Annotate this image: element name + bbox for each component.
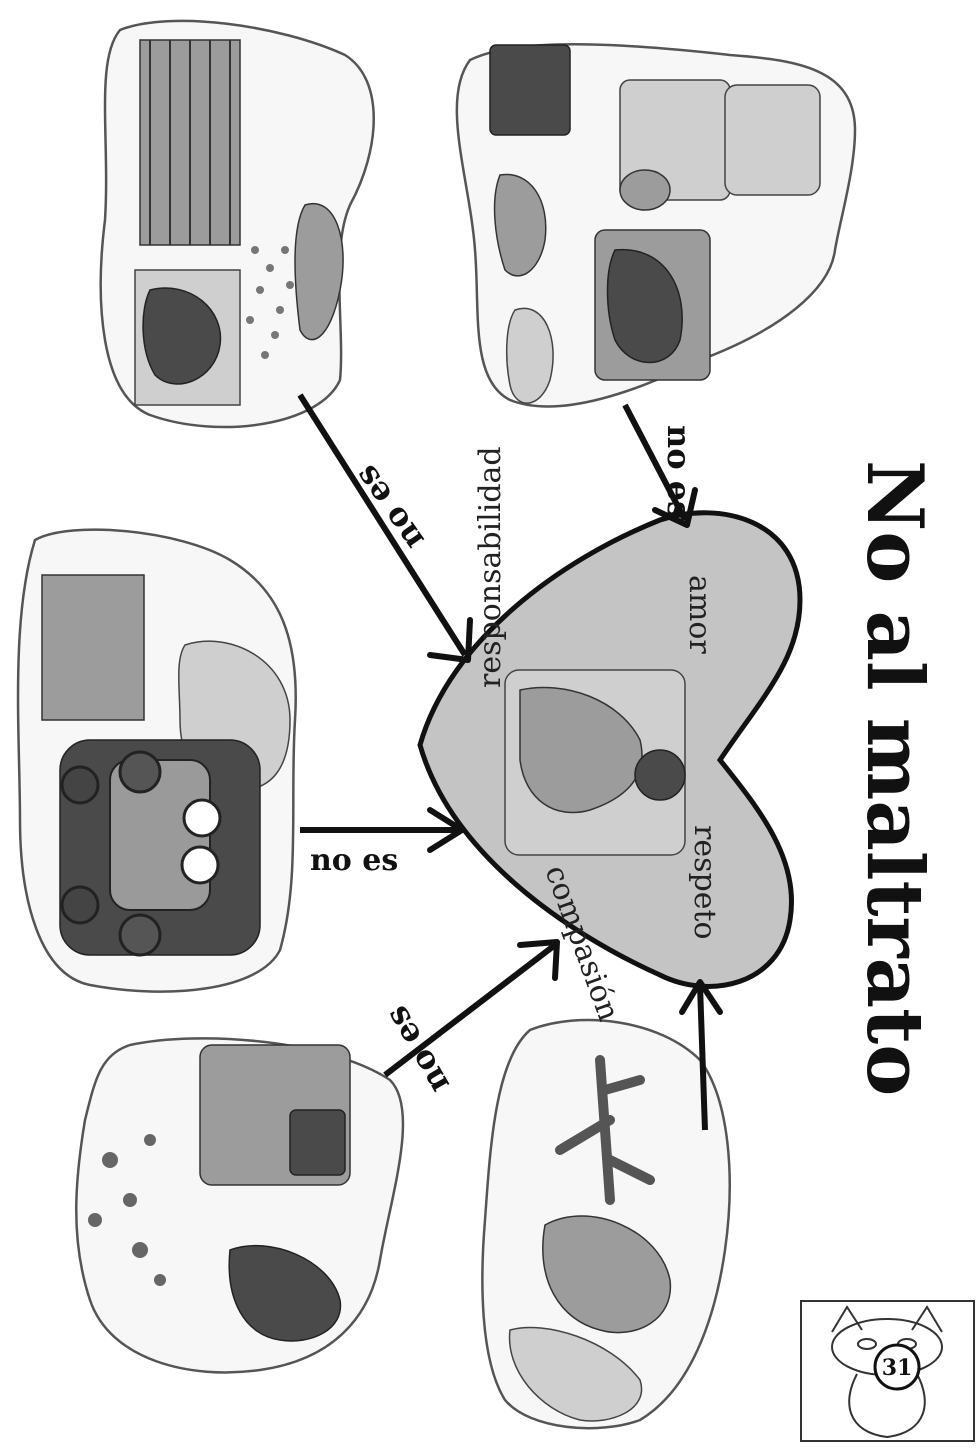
cluster-top-left	[99, 19, 375, 429]
top-hat-icon	[289, 1109, 346, 1176]
cluster-bottom-left	[75, 1037, 405, 1374]
doghouse-image	[489, 44, 571, 136]
heart-word-responsabilidad: responsabilidad	[473, 446, 508, 688]
monkey-image	[542, 1215, 672, 1334]
animal-photo-image	[41, 574, 145, 721]
melon-image	[505, 307, 554, 404]
heart-word-amor: amor	[682, 575, 717, 654]
arrow-label-top-right: no es	[660, 425, 698, 519]
arrow-label-top-left: no es	[346, 458, 431, 557]
page-title: No al maltrato	[849, 460, 940, 1096]
cluster-middle-left	[16, 528, 297, 993]
dog-silhouette-image	[228, 1244, 342, 1342]
page-number: 31	[882, 1355, 913, 1381]
heart-word-respeto: respeto	[687, 825, 722, 940]
cat-icon: 31	[831, 1305, 943, 1439]
pot-icon	[619, 169, 671, 211]
arrow-top-right: no es	[622, 403, 698, 528]
page-number-badge: 31	[800, 1300, 975, 1442]
figure-image	[724, 84, 821, 196]
trap-image	[294, 202, 344, 341]
cluster-bottom-right	[481, 1018, 731, 1430]
bare-tree-image	[555, 1055, 655, 1205]
arrow-label-middle-left: no es	[310, 843, 398, 878]
heart-shape	[417, 510, 803, 989]
cartoon-car-image	[59, 739, 261, 957]
dog-on-chain-image	[493, 173, 547, 277]
man-climbing-image	[508, 1326, 643, 1422]
arrow-bottom-right	[679, 979, 723, 1131]
cluster-top-right	[455, 43, 857, 408]
arrow-middle-left: no es	[300, 807, 465, 878]
birds-image	[88, 1134, 166, 1286]
arrow-top-left: no es	[297, 393, 473, 663]
